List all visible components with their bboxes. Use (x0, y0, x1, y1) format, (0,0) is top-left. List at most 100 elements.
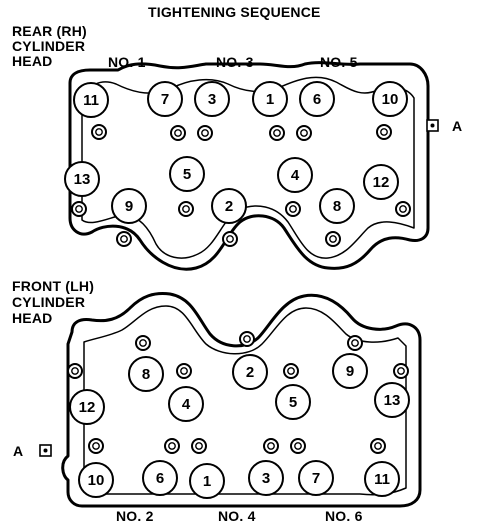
bolt-number: 3 (208, 91, 216, 108)
small-fastener (176, 363, 192, 379)
rear-head-label-line-2: CYLINDER (12, 38, 86, 54)
head-bolt (232, 354, 268, 390)
rear-cylinder-label-3: NO. 3 (216, 54, 254, 70)
rear-cylinder-head (68, 61, 430, 271)
head-bolt (364, 461, 400, 497)
front-cylinder-label-4: NO. 4 (218, 508, 256, 524)
rear-small-fasteners (71, 124, 411, 247)
head-bolt (277, 157, 313, 193)
head-bolt (299, 81, 335, 117)
head-bolt (64, 161, 100, 197)
head-bolt (128, 356, 164, 392)
bolt-number: 4 (182, 396, 191, 413)
rear-cylinder-label-5: NO. 5 (320, 54, 358, 70)
bolt-number: 1 (203, 473, 211, 490)
bolt-number: 8 (142, 366, 150, 383)
small-fastener (347, 335, 363, 351)
bolt-number: 11 (83, 92, 99, 109)
head-bolt (73, 82, 109, 118)
bolt-number: 12 (373, 174, 390, 191)
head-bolt (275, 384, 311, 420)
bolt-number: 2 (225, 198, 233, 215)
front-head-label-line-2: CYLINDER (12, 294, 86, 310)
small-fastener (88, 438, 104, 454)
head-bolt (252, 81, 288, 117)
rear-cylinder-label-1: NO. 1 (108, 54, 146, 70)
bolt-number: 11 (374, 471, 390, 488)
small-fastener (67, 363, 83, 379)
front-head-label-line-3: HEAD (12, 310, 53, 326)
bolt-number: 8 (333, 198, 341, 215)
head-bolt (374, 382, 410, 418)
small-fastener (135, 335, 151, 351)
small-fastener (285, 201, 301, 217)
rear-head-label-line-3: HEAD (12, 53, 53, 69)
front-small-fasteners (67, 331, 409, 454)
head-bolt (319, 188, 355, 224)
bolt-number: 7 (161, 91, 169, 108)
small-fastener (296, 125, 312, 141)
head-bolt (168, 386, 204, 422)
rear-marker-a-dot (430, 123, 435, 128)
rear-marker-a-label: A (452, 118, 463, 134)
small-fastener (197, 125, 213, 141)
head-bolt (111, 188, 147, 224)
front-marker-a-dot (43, 448, 48, 453)
small-fastener (393, 363, 409, 379)
front-head-label-line-1: FRONT (LH) (12, 278, 95, 294)
small-fastener (283, 363, 299, 379)
diagram-title: TIGHTENING SEQUENCE (148, 4, 321, 20)
front-cylinder-label-2: NO. 2 (116, 508, 154, 524)
bolt-number: 2 (246, 364, 254, 381)
bolt-number: 7 (312, 470, 320, 487)
small-fastener (239, 331, 255, 347)
bolt-number: 3 (262, 470, 270, 487)
rear-bolt-numbers: 11 7 3 1 6 10 13 5 4 12 9 2 8 (74, 91, 399, 215)
front-bolt-numbers: 8 2 9 12 4 5 13 10 6 1 3 7 11 (79, 363, 401, 490)
bolt-number: 10 (382, 91, 399, 108)
head-bolt (78, 462, 114, 498)
bolt-number: 9 (125, 198, 133, 215)
head-bolt (169, 156, 205, 192)
head-bolt (298, 460, 334, 496)
front-head-outline (61, 292, 422, 508)
small-fastener (71, 201, 87, 217)
small-fastener (376, 124, 392, 140)
head-bolt (194, 81, 230, 117)
rear-head-outline (68, 61, 430, 271)
small-fastener (290, 438, 306, 454)
head-bolt (142, 460, 178, 496)
rear-head-bolts (64, 81, 408, 224)
head-bolt (248, 460, 284, 496)
bolt-number: 13 (74, 171, 91, 188)
bolt-number: 9 (346, 363, 354, 380)
head-bolt (372, 81, 408, 117)
small-fastener (164, 438, 180, 454)
small-fastener (395, 201, 411, 217)
bolt-number: 13 (384, 392, 401, 409)
rear-head-inner-line (81, 76, 415, 259)
bolt-number: 6 (313, 91, 321, 108)
bolt-number: 5 (289, 394, 297, 411)
front-head-bolts (69, 353, 410, 499)
small-fastener (263, 438, 279, 454)
small-fastener (178, 201, 194, 217)
bolt-number: 12 (79, 399, 96, 416)
small-fastener (370, 438, 386, 454)
bolt-number: 1 (266, 91, 274, 108)
bolt-number: 6 (156, 470, 164, 487)
small-fastener (170, 125, 186, 141)
bolt-number: 5 (183, 166, 191, 183)
bolt-number: 10 (88, 472, 105, 489)
head-bolt (147, 81, 183, 117)
head-bolt (69, 389, 105, 425)
head-bolt (211, 188, 247, 224)
rear-head-label-line-1: REAR (RH) (12, 23, 87, 39)
front-marker-a-label: A (13, 443, 24, 459)
head-bolt (363, 164, 399, 200)
small-fastener (269, 125, 285, 141)
small-fastener (222, 231, 238, 247)
head-bolt (332, 353, 368, 389)
bolt-number: 4 (291, 167, 300, 184)
